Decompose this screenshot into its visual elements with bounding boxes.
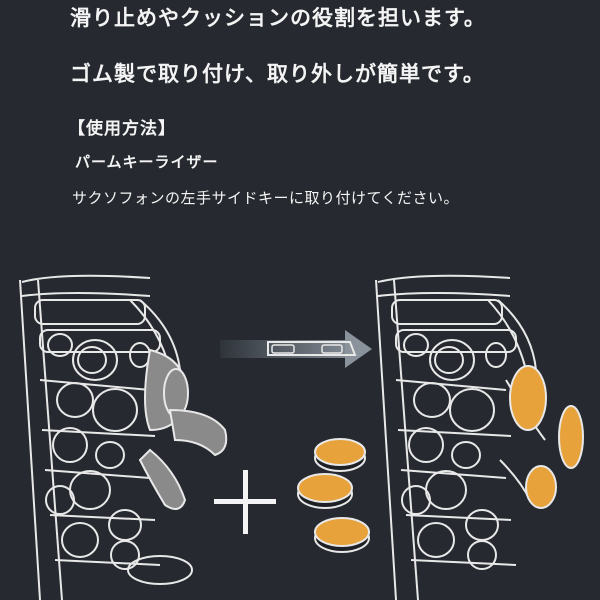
- usage-heading: 【使用方法】: [68, 119, 176, 139]
- palm-key-risers: [297, 438, 370, 553]
- saxophone-before: [19, 274, 193, 600]
- palm-keys-before: [138, 348, 228, 510]
- usage-instruction: サクソフォンの左手サイドキーに取り付けてください。: [72, 189, 460, 207]
- product-name: パームキーライザー: [75, 153, 219, 171]
- plus-icon: [214, 470, 276, 534]
- palm-keys-after: [509, 365, 584, 509]
- description-line-1: 滑り止めやクッションの役割を担います。: [70, 6, 486, 30]
- saxophone-after: [375, 274, 546, 600]
- right-arrow-icon: [220, 330, 372, 368]
- description-line-2: ゴム製で取り付け、取り外しが簡単です。: [70, 62, 485, 86]
